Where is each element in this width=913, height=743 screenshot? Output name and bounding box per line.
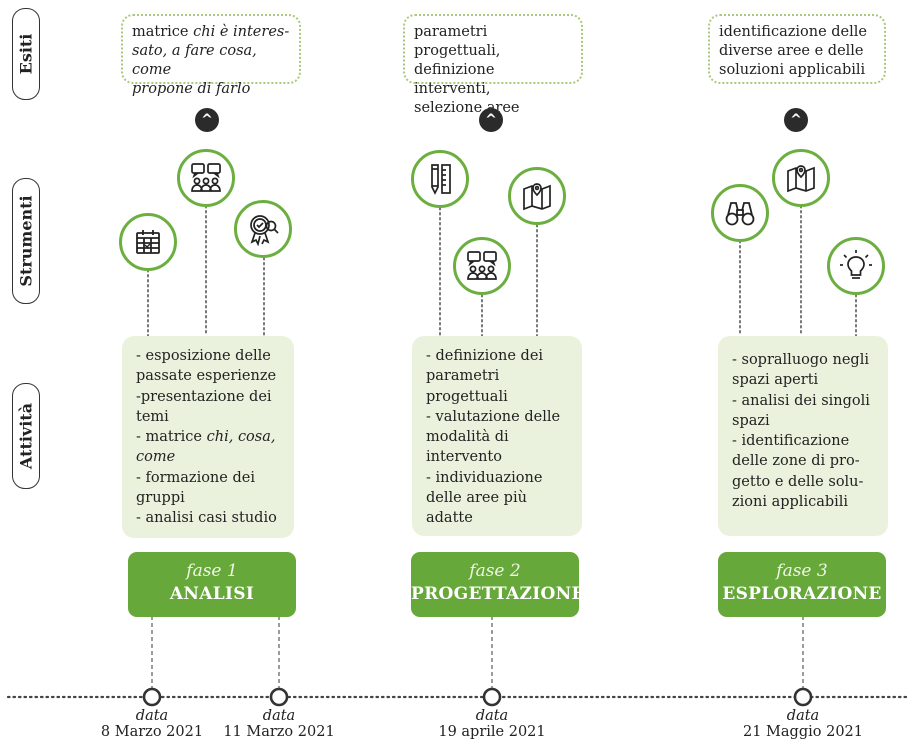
esito-box-fase-3: identificazione delle diverse aree e del…	[708, 14, 886, 84]
activity-item: - esposizione delle	[136, 348, 271, 364]
phase-number: fase 2	[469, 561, 521, 581]
pencil-ruler-icon	[411, 150, 469, 208]
esito-box-fase-2: parametri progettuali, definizione inter…	[403, 14, 583, 116]
activity-box-fase-3: - sopralluogo negli spazi aperti - anali…	[718, 336, 888, 536]
activity-item: - sopralluogo negli	[732, 352, 869, 368]
row-label-strumenti: Strumenti	[12, 178, 40, 304]
map-icon	[772, 149, 830, 207]
activity-item: - matrice chi, cosa,	[136, 429, 276, 446]
timeline-node	[482, 687, 502, 707]
phase-box-fase-2: fase 2 PROGETTAZIONE	[411, 552, 585, 617]
certification-icon	[234, 200, 292, 258]
phase-number: fase 3	[776, 561, 828, 581]
row-label-esiti: Esiti	[12, 8, 40, 100]
activity-item: adatte	[426, 510, 473, 527]
activity-item: delle aree più	[426, 490, 527, 507]
activity-item: delle zone di pro-	[732, 453, 860, 470]
activity-item: come	[136, 449, 176, 466]
activity-item: getto e delle solu-	[732, 473, 864, 490]
activity-item: parametri	[426, 368, 500, 385]
timeline-node	[142, 687, 162, 707]
binoculars-icon	[711, 184, 769, 242]
activity-item: - analisi dei singoli	[732, 392, 870, 409]
activity-box-fase-2: - definizione dei parametri progettuali …	[412, 336, 582, 536]
activity-item: -presentazione dei	[136, 388, 272, 405]
activity-item: spazi	[732, 412, 770, 429]
timeline-node	[793, 687, 813, 707]
activity-item: progettuali	[426, 388, 508, 405]
lightbulb-icon	[827, 237, 885, 295]
caret-up-icon: ^	[479, 108, 503, 132]
phase-title: ANALISI	[169, 584, 255, 604]
activity-item: - identificazione	[732, 433, 850, 450]
activity-item: - formazione dei	[136, 469, 255, 486]
phase-box-fase-3: fase 3 ESPLORAZIONE	[718, 552, 886, 617]
esito-box-fase-1: matrice chi è interes- sato, a fare cosa…	[121, 14, 301, 97]
activity-item: temi	[136, 408, 169, 425]
phase-title: PROGETTAZIONE	[411, 584, 585, 604]
meeting-icon	[453, 237, 511, 295]
meeting-icon	[177, 149, 235, 207]
calendar-icon	[119, 213, 177, 271]
phase-title: ESPLORAZIONE	[722, 584, 882, 604]
row-label-attivita: Attività	[12, 383, 40, 489]
activity-box-fase-1: - esposizione delle passate esperienze -…	[122, 336, 294, 538]
activity-item: - analisi casi studio	[136, 510, 277, 527]
phase-box-fase-1: fase 1 ANALISI	[128, 552, 296, 617]
phase-number: fase 1	[186, 561, 238, 581]
activity-item: - valutazione delle	[426, 408, 561, 425]
activity-item: gruppi	[136, 490, 185, 507]
activity-item: - individuazione	[426, 469, 543, 486]
activity-item: - definizione dei	[426, 348, 544, 364]
caret-up-icon: ^	[784, 108, 808, 132]
timeline-node	[269, 687, 289, 707]
activity-item: intervento	[426, 449, 502, 466]
activity-item: zioni applicabili	[732, 494, 849, 511]
activity-item: passate esperienze	[136, 368, 277, 385]
activity-item: spazi aperti	[732, 372, 819, 389]
map-icon	[508, 167, 566, 225]
activity-item: modalità di	[426, 429, 509, 446]
caret-up-icon: ^	[195, 108, 219, 132]
